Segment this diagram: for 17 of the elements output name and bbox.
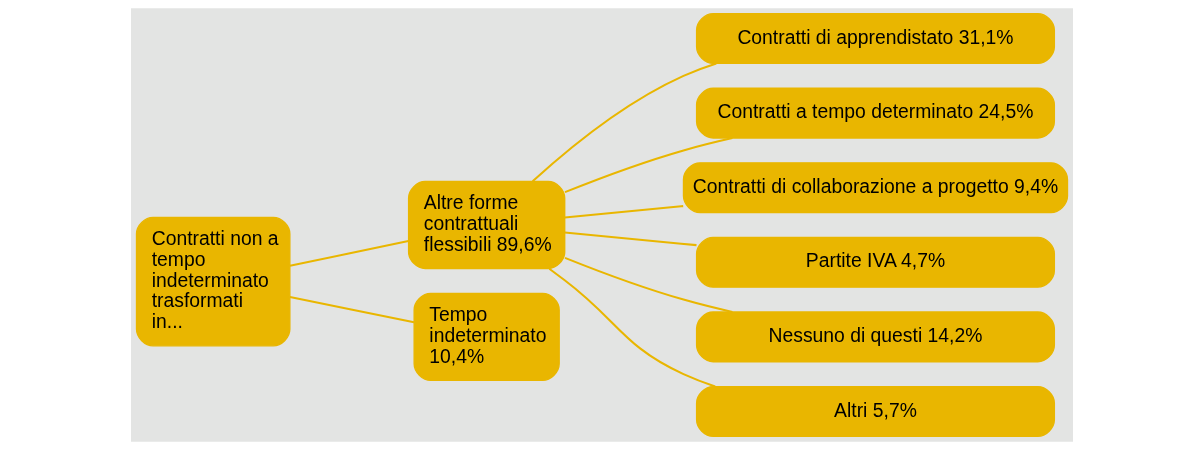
connector (289, 296, 415, 324)
connector (531, 62, 717, 182)
node-box: Nessuno di questi 14,2% (695, 311, 1056, 363)
connector (289, 240, 409, 267)
connector (564, 256, 733, 313)
node-box: Altre forme contrattuali flessibili 89,6% (407, 180, 566, 270)
node-box: Contratti a tempo determinato 24,5% (695, 87, 1056, 139)
node-box: Partite IVA 4,7% (695, 236, 1056, 288)
node-box: Tempo indeterminato 10,4% (413, 292, 560, 382)
connector (564, 231, 697, 247)
node-box: Contratti non a tempo indeterminato trasformati in... (135, 216, 291, 347)
node-box: Contratti di apprendistato 31,1% (695, 13, 1056, 65)
node-box: Contratti di collaborazione a progetto 9,4% (682, 162, 1069, 214)
connector (564, 137, 733, 194)
connector (548, 267, 716, 388)
connector (564, 205, 684, 219)
node-box: Altri 5,7% (695, 385, 1056, 437)
